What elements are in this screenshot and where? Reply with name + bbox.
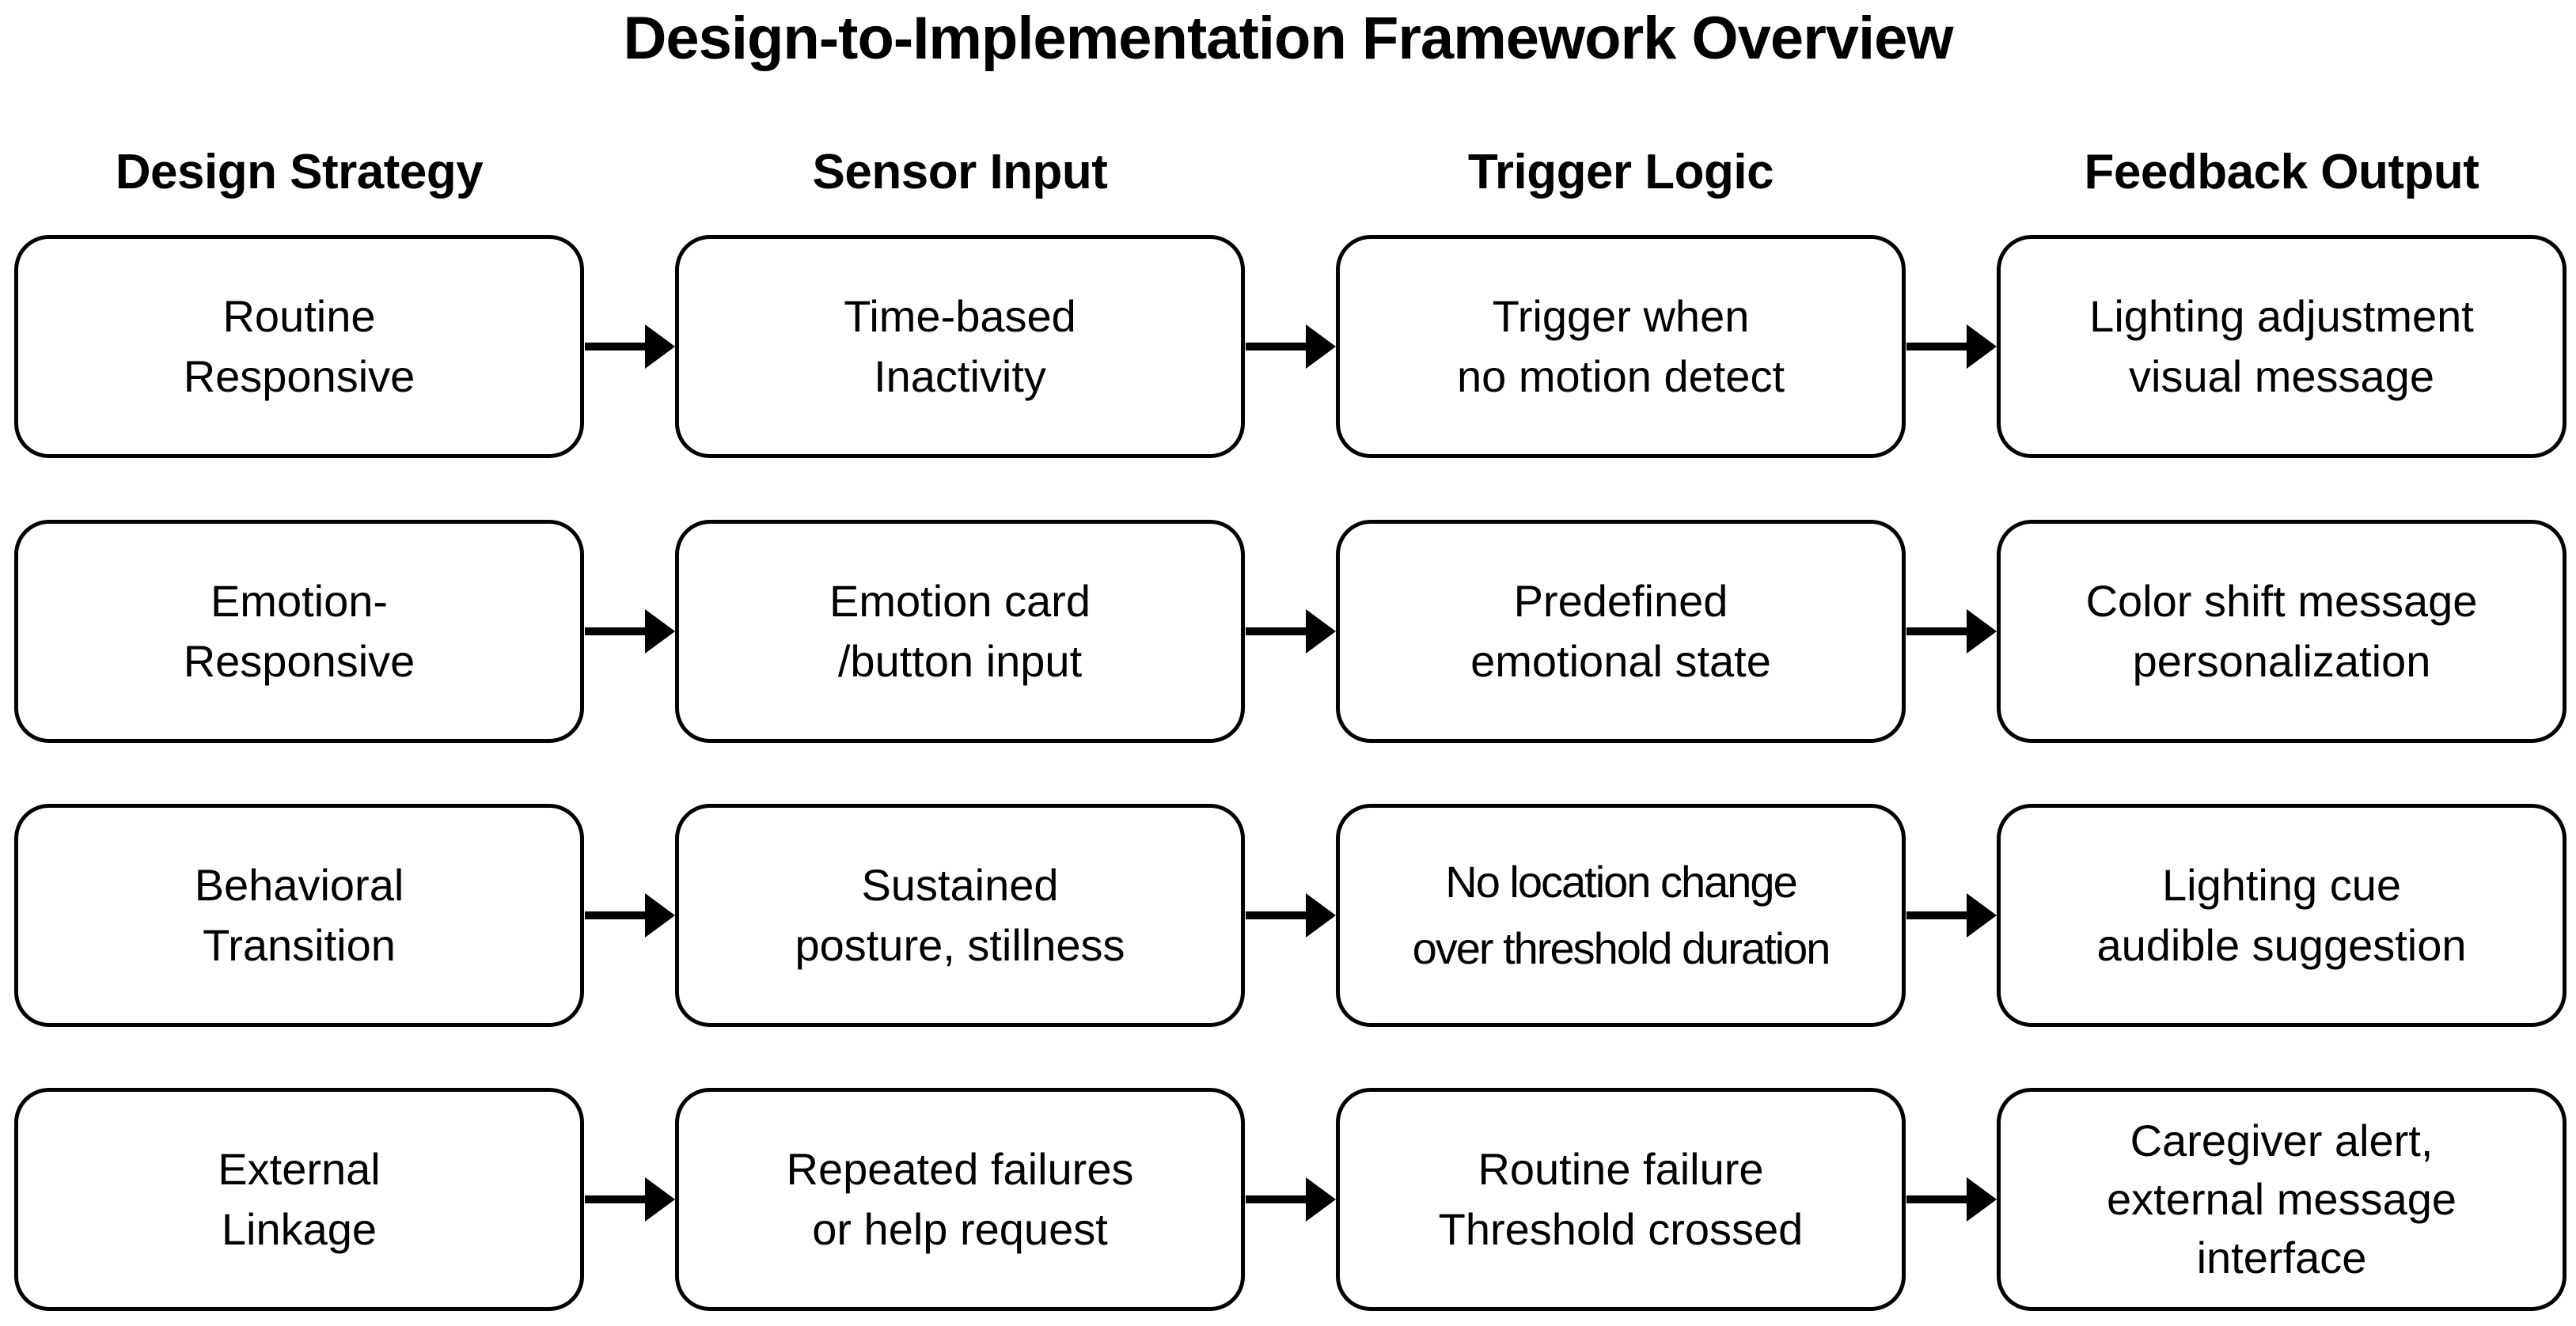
box-line: Linkage: [221, 1204, 377, 1254]
box-line: emotional state: [1470, 636, 1771, 686]
column-header-feedback-output: Feedback Output: [2084, 144, 2479, 199]
box-line: Routine: [222, 291, 376, 341]
box-line: Emotion card: [829, 576, 1091, 626]
design-strategy-box: Routine Responsive: [14, 235, 584, 458]
box-line: or help request: [812, 1204, 1108, 1254]
flow-arrow: [585, 609, 675, 654]
box-line: Time-based: [844, 291, 1076, 341]
trigger-logic-box: No location change over threshold durati…: [1336, 804, 1906, 1027]
box-line: Repeated failures: [786, 1144, 1134, 1194]
box-line: Sustained: [861, 860, 1059, 910]
diagram-title: Design-to-Implementation Framework Overv…: [623, 4, 1953, 72]
flow-arrow: [1246, 324, 1336, 369]
box-line: personalization: [2132, 636, 2431, 686]
flow-arrow: [1246, 1177, 1336, 1222]
box-line: /button input: [837, 636, 1083, 686]
box-line: Inactivity: [874, 351, 1046, 401]
flow-arrow: [585, 893, 675, 938]
design-strategy-box: Emotion- Responsive: [14, 520, 584, 743]
box-line: interface: [2196, 1233, 2367, 1282]
design-strategy-box: External Linkage: [14, 1088, 584, 1311]
box-line: no motion detect: [1456, 351, 1785, 401]
sensor-input-box: Repeated failures or help request: [675, 1088, 1245, 1311]
feedback-output-box: Lighting adjustment visual message: [1997, 235, 2567, 458]
trigger-logic-box: Predefined emotional state: [1336, 520, 1906, 743]
flow-arrow: [1906, 1177, 1997, 1222]
box-line: posture, stillness: [795, 920, 1125, 970]
feedback-output-box: Caregiver alert, external message interf…: [1997, 1088, 2567, 1311]
flow-arrow: [1246, 609, 1336, 654]
box-line: Routine failure: [1478, 1144, 1764, 1194]
box-line: Caregiver alert,: [2130, 1116, 2434, 1165]
sensor-input-box: Time-based Inactivity: [675, 235, 1245, 458]
box-line: external message: [2106, 1174, 2456, 1224]
trigger-logic-box: Trigger when no motion detect: [1336, 235, 1906, 458]
box-line: Trigger when: [1492, 291, 1750, 341]
flow-arrow: [585, 324, 675, 369]
sensor-input-box: Sustained posture, stillness: [675, 804, 1245, 1027]
box-line: over threshold duration: [1412, 923, 1831, 973]
box-line: audible suggestion: [2096, 920, 2467, 970]
trigger-logic-box: Routine failure Threshold crossed: [1336, 1088, 1906, 1311]
column-header-trigger-logic: Trigger Logic: [1467, 144, 1774, 199]
design-strategy-box: Behavioral Transition: [14, 804, 584, 1027]
box-line: Predefined: [1513, 576, 1728, 626]
box-line: Lighting adjustment: [2089, 291, 2474, 341]
box-line: Emotion-: [210, 576, 389, 626]
column-header-design-strategy: Design Strategy: [115, 144, 484, 199]
box-line: Responsive: [183, 351, 415, 401]
flow-arrow: [585, 1177, 675, 1222]
flow-arrow: [1906, 609, 1997, 654]
sensor-input-box: Emotion card /button input: [675, 520, 1245, 743]
box-line: Color shift message: [2085, 576, 2478, 626]
box-line: No location change: [1445, 857, 1797, 907]
flow-arrow: [1246, 893, 1336, 938]
flow-arrow: [1906, 324, 1997, 369]
box-line: Lighting cue: [2161, 860, 2401, 910]
box-line: Behavioral: [194, 860, 404, 910]
column-header-sensor-input: Sensor Input: [812, 144, 1108, 199]
box-line: External: [218, 1144, 381, 1194]
box-line: Threshold crossed: [1438, 1204, 1804, 1254]
box-line: Transition: [203, 920, 396, 970]
box-line: Responsive: [183, 636, 415, 686]
feedback-output-box: Color shift message personalization: [1997, 520, 2567, 743]
box-line: visual message: [2129, 351, 2434, 401]
flow-arrow: [1906, 893, 1997, 938]
feedback-output-box: Lighting cue audible suggestion: [1997, 804, 2567, 1027]
